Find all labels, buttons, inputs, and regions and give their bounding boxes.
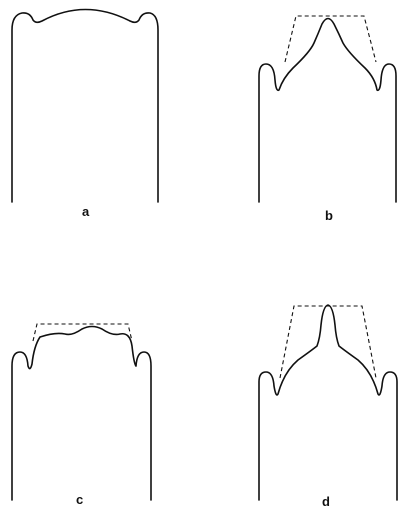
panel-c-label: c xyxy=(76,492,83,507)
panel-c-profile xyxy=(12,327,151,501)
panel-b-profile xyxy=(259,19,396,203)
panel-a-profile xyxy=(12,10,158,203)
panel-d: d xyxy=(259,305,397,508)
panel-b-dashed-outline xyxy=(285,16,376,62)
panel-a-label: a xyxy=(82,204,90,219)
panel-d-label: d xyxy=(322,494,330,508)
panel-b-label: b xyxy=(325,208,333,223)
panel-a: a xyxy=(12,10,158,220)
panel-d-dashed-outline xyxy=(280,306,376,378)
panel-d-profile xyxy=(259,305,397,500)
panel-b: b xyxy=(259,16,396,223)
panel-c-dashed-outline xyxy=(33,324,132,341)
panel-c: c xyxy=(12,324,151,507)
